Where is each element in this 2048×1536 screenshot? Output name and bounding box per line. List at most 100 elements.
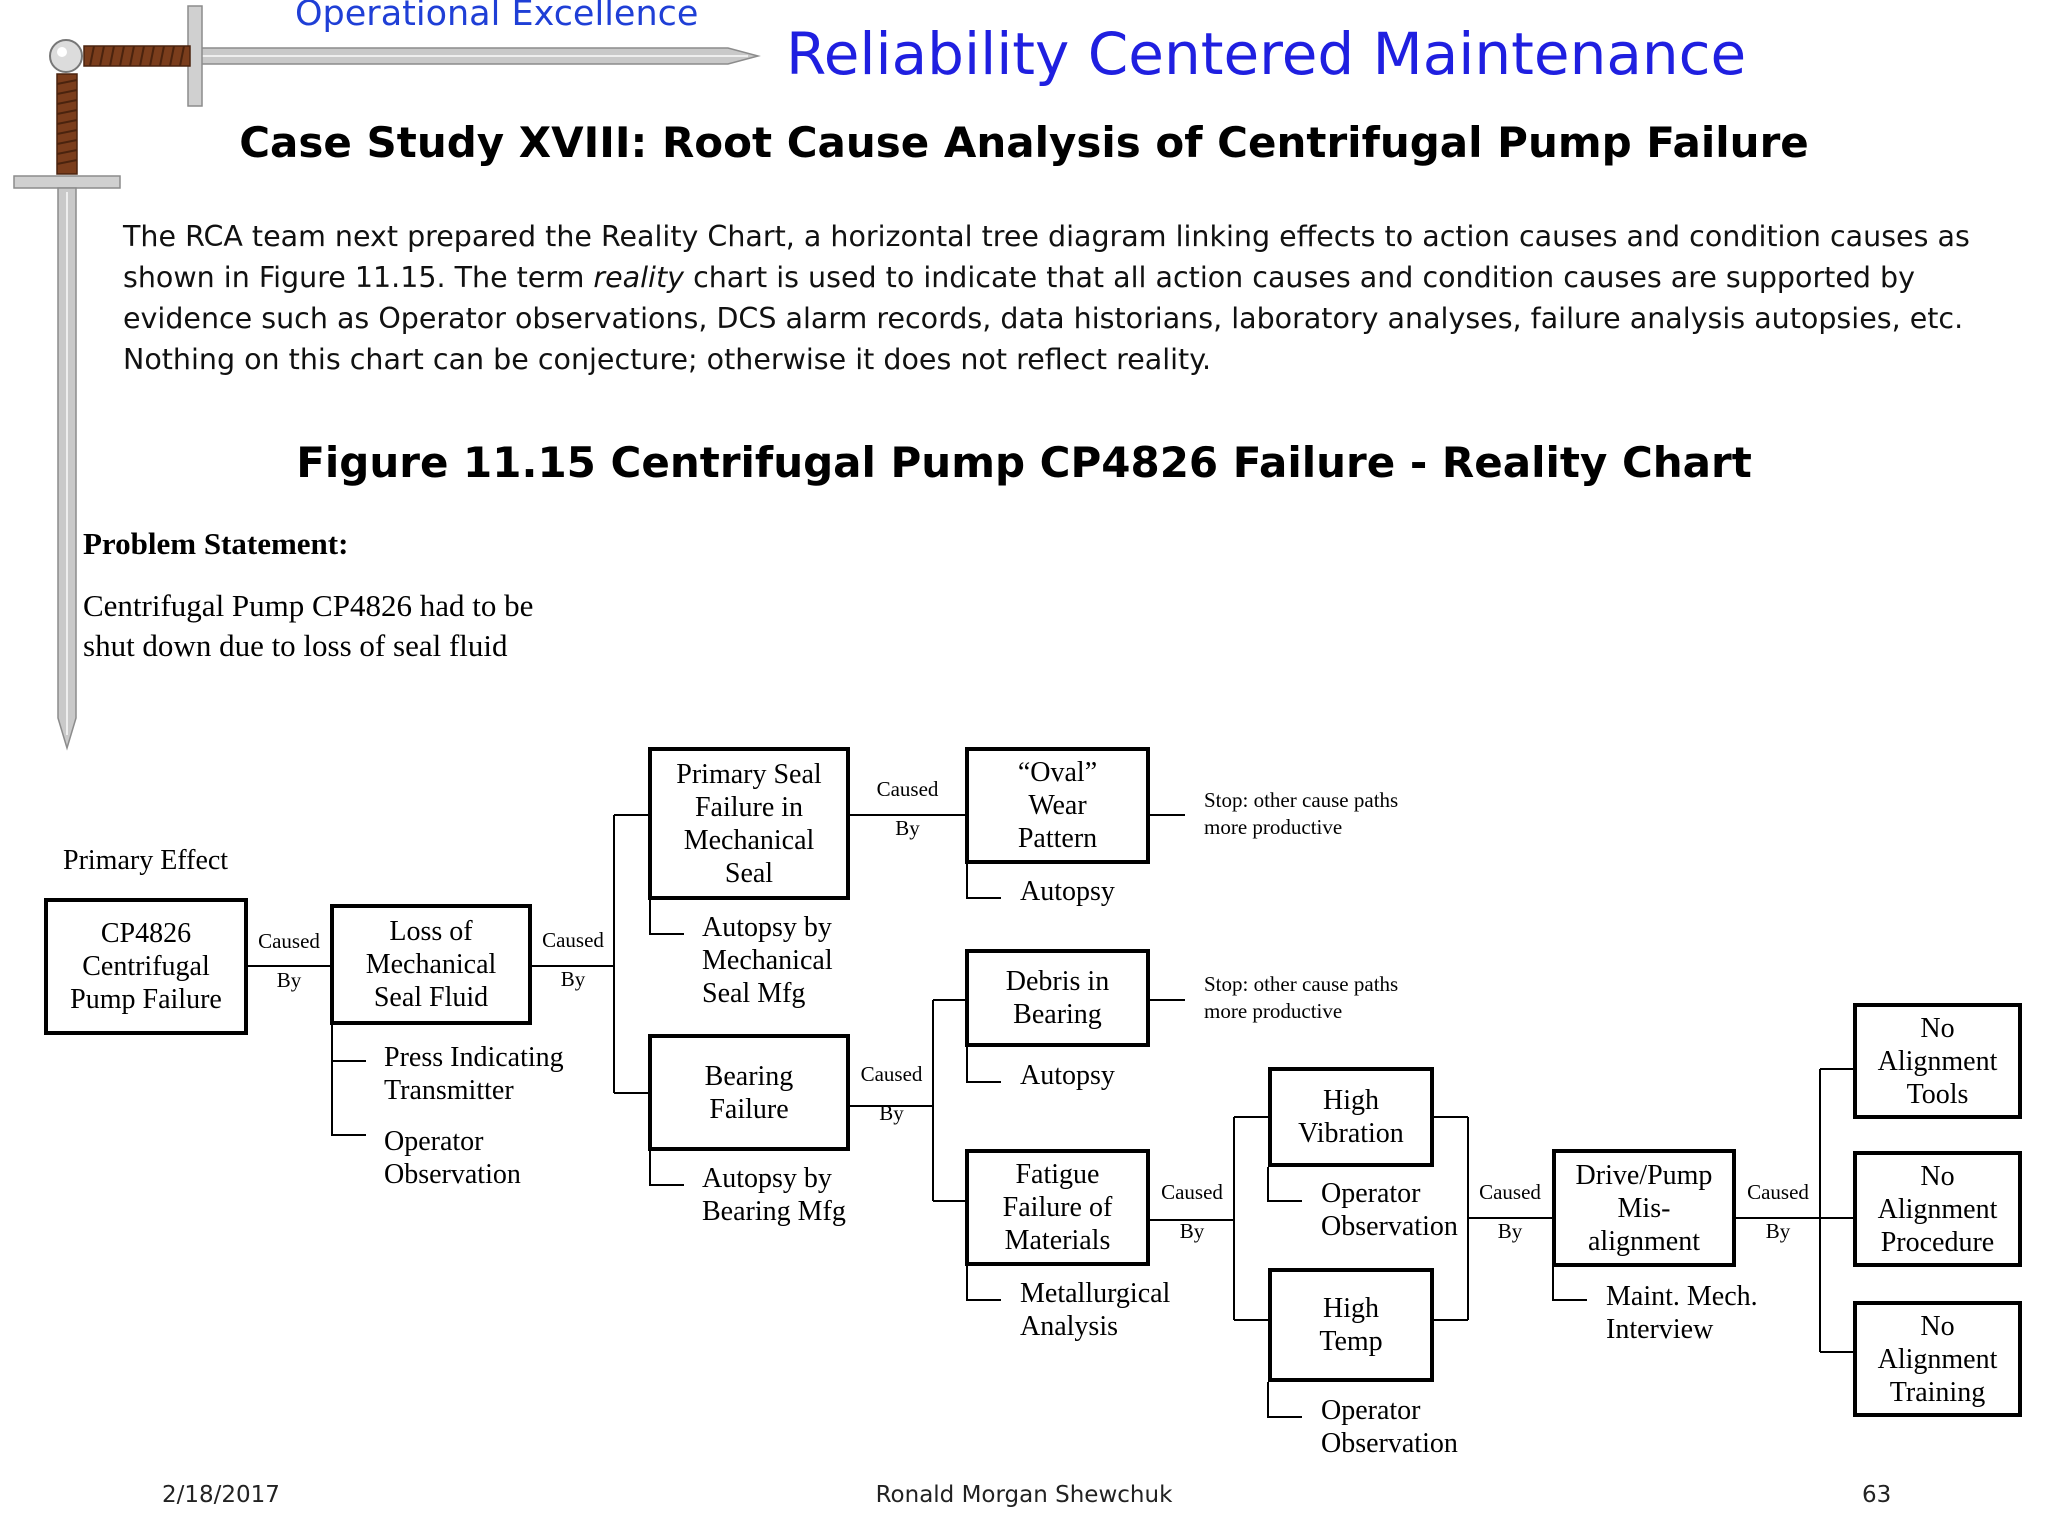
problem-line-2: shut down due to loss of seal fluid	[83, 628, 508, 663]
evidence-line: Operator	[384, 1126, 484, 1157]
evidence-line: Autopsy by	[702, 912, 832, 943]
caused-text: Caused	[258, 929, 320, 953]
box-line: Centrifugal	[82, 951, 210, 982]
evidence-line: Autopsy	[1020, 876, 1115, 907]
evidence-line: Maint. Mech.	[1606, 1281, 1758, 1312]
evidence-line: Observation	[1321, 1211, 1458, 1242]
stop-line: Stop: other cause paths	[1204, 972, 1399, 996]
intro-paragraph: The RCA team next prepared the Reality C…	[123, 216, 2008, 380]
sword-logo	[13, 5, 761, 751]
intro-part-2: chart is used to indicate that all actio…	[123, 261, 1964, 376]
evidence-line: Interview	[1606, 1314, 1714, 1345]
stop-line: more productive	[1204, 815, 1343, 839]
box-line: CP4826	[100, 918, 192, 949]
box-line: No	[1920, 1160, 1955, 1192]
box-line: Failure in	[694, 791, 804, 823]
box-line: Wear	[1028, 790, 1087, 821]
by-text: By	[895, 816, 920, 840]
box-line: High	[1322, 1293, 1379, 1324]
problem-statement-label: Problem Statement:	[83, 526, 349, 561]
evidence-maint-mech-interview: Maint. Mech.Interview	[1606, 1280, 1758, 1346]
evidence-line: Bearing Mfg	[702, 1196, 846, 1227]
box-line: Seal	[724, 857, 774, 889]
evidence-line: Metallurgical	[1020, 1278, 1171, 1309]
box-line: Alignment	[1877, 1193, 1998, 1225]
box-line: Mechanical	[683, 824, 815, 856]
box-line: Failure of	[1002, 1192, 1113, 1223]
stop-line: Stop: other cause paths	[1204, 788, 1399, 812]
box-line: Fatigue	[1015, 1159, 1100, 1190]
box-line: No	[1920, 1310, 1955, 1342]
box-line: Alignment	[1877, 1343, 1998, 1375]
stop-line: more productive	[1204, 999, 1343, 1023]
box-line: Bearing	[704, 1060, 794, 1092]
evidence-autopsy-oval: Autopsy	[1020, 875, 1115, 908]
problem-statement-text: Centrifugal Pump CP4826 had to be shut d…	[83, 586, 643, 666]
box-line: Mechanical	[365, 949, 497, 980]
by-text: By	[1497, 1219, 1523, 1243]
evidence-line: Mechanical	[702, 945, 833, 976]
box-line: Pump Failure	[70, 984, 222, 1015]
brand-text: Operational Excellence	[295, 0, 699, 34]
box-line: Debris in	[1005, 966, 1110, 997]
evidence-line: Analysis	[1020, 1311, 1118, 1342]
evidence-line: Operator	[1321, 1395, 1421, 1426]
box-line: Alignment	[1877, 1045, 1998, 1077]
box-line: Seal Fluid	[373, 982, 489, 1013]
evidence-line: Press Indicating	[384, 1042, 564, 1073]
box-line: Failure	[709, 1093, 789, 1125]
caused-text: Caused	[1479, 1180, 1541, 1204]
stop-note: Stop: other cause paths more productive	[1204, 971, 1398, 1025]
box-line: Temp	[1319, 1326, 1383, 1357]
box-line: Bearing	[1013, 999, 1102, 1030]
evidence-line: Operator	[1321, 1178, 1421, 1209]
evidence-line: Autopsy	[1020, 1060, 1115, 1091]
evidence-line: Autopsy by	[702, 1163, 832, 1194]
box-line: High	[1322, 1085, 1379, 1116]
slide-subtitle: Case Study XVIII: Root Cause Analysis of…	[239, 118, 1809, 167]
caused-text: Caused	[542, 928, 604, 952]
evidence-line: Transmitter	[384, 1075, 514, 1106]
caused-text: Caused	[860, 1062, 923, 1086]
evidence-line: Observation	[384, 1159, 521, 1190]
footer-author: Ronald Morgan Shewchuk	[875, 1482, 1173, 1508]
by-text: By	[1765, 1219, 1791, 1243]
caused-text: Caused	[1161, 1180, 1223, 1204]
box-line: alignment	[1588, 1225, 1700, 1257]
by-text: By	[560, 967, 586, 991]
box-line: “Oval”	[1017, 757, 1098, 788]
footer-page-number: 63	[1862, 1482, 1892, 1508]
evidence-line: Seal Mfg	[702, 978, 806, 1009]
by-text: By	[879, 1101, 904, 1125]
box-line: Vibration	[1298, 1118, 1404, 1149]
stop-note: Stop: other cause paths more productive	[1204, 787, 1398, 841]
